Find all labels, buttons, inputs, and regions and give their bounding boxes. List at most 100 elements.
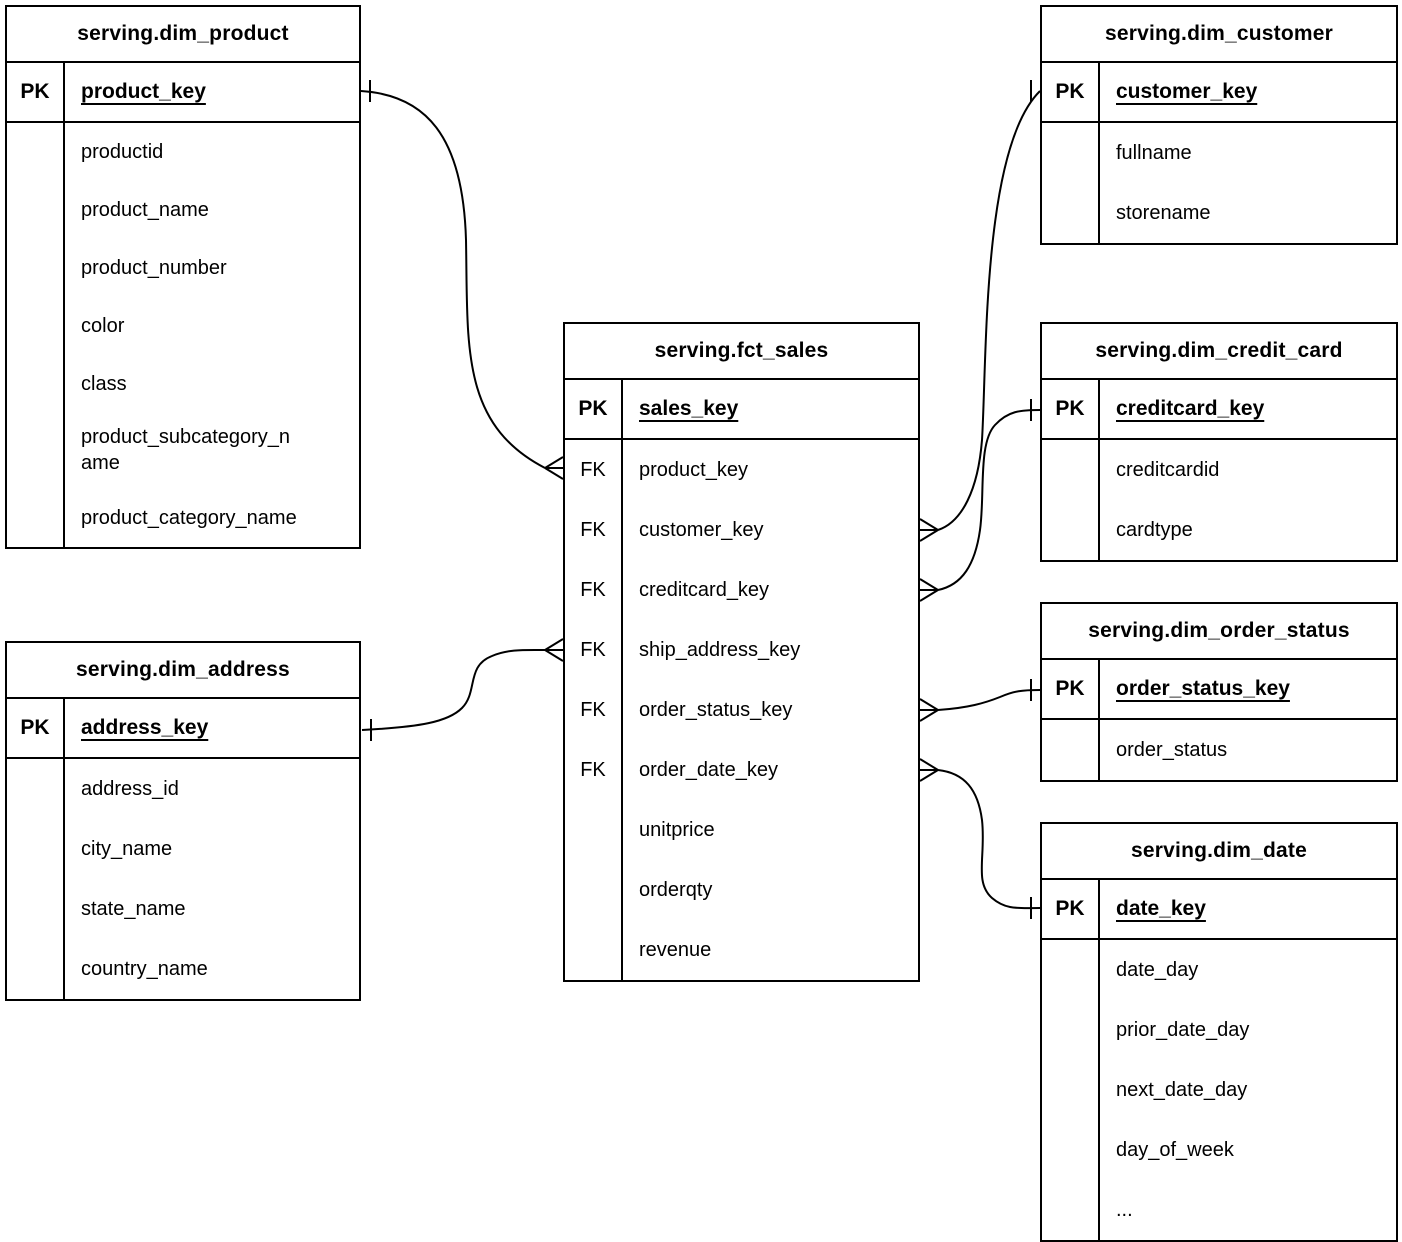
table-title: serving.dim_customer [1042, 7, 1396, 63]
field-row: city_name [7, 819, 359, 879]
pk-field-name: sales_key [639, 397, 739, 420]
table-title: serving.dim_order_status [1042, 604, 1396, 660]
field-name: order_status [1116, 738, 1228, 761]
table-title: serving.dim_address [7, 643, 359, 699]
field-row: product_number [7, 239, 359, 297]
entity-dim-customer: serving.dim_customer PK customer_key ful… [1040, 5, 1398, 245]
field-name: productid [81, 140, 164, 163]
field-name: order_status_key [639, 698, 793, 721]
field-name: class [81, 372, 127, 395]
relationship-line [361, 648, 546, 731]
field-name: orderqty [639, 878, 713, 901]
table-title: serving.dim_credit_card [1042, 324, 1396, 380]
pk-label: PK [7, 63, 65, 121]
field-name: day_of_week [1116, 1138, 1234, 1161]
field-row: storename [1042, 183, 1396, 243]
relationship-line [937, 769, 1041, 910]
field-name: unitprice [639, 818, 715, 841]
field-name: color [81, 314, 125, 337]
field-name: creditcardid [1116, 458, 1220, 481]
fk-label: FK [565, 560, 623, 620]
pk-row: PK address_key [7, 699, 359, 759]
table-title: serving.dim_product [7, 7, 359, 63]
field-row: address_id [7, 759, 359, 819]
pk-row: PK sales_key [565, 380, 918, 440]
field-row: FK product_key [565, 440, 918, 500]
table-title: serving.fct_sales [565, 324, 918, 380]
crows-foot-many-icon [544, 456, 564, 480]
relationship-line [360, 90, 546, 469]
field-row: orderqty [565, 860, 918, 920]
rel-address-sales [361, 638, 564, 741]
field-name: ship_address_key [639, 638, 801, 661]
rel-sales-date [919, 758, 1041, 919]
field-name: prior_date_day [1116, 1018, 1250, 1041]
field-name: ... [1116, 1198, 1133, 1221]
field-row: productid [7, 123, 359, 181]
entity-dim-date: serving.dim_date PK date_key date_day pr… [1040, 822, 1398, 1242]
field-name: revenue [639, 938, 712, 961]
field-name: product_key [639, 458, 748, 481]
pk-row: PK creditcard_key [1042, 380, 1396, 440]
field-row: date_day [1042, 940, 1396, 1000]
pk-row: PK order_status_key [1042, 660, 1396, 720]
rel-product-sales [360, 80, 564, 480]
relationship-line [937, 90, 1041, 531]
field-name: date_day [1116, 958, 1199, 981]
field-row: next_date_day [1042, 1060, 1396, 1120]
field-row: product_subcategory_name [7, 413, 359, 489]
table-title: serving.dim_date [1042, 824, 1396, 880]
field-row: product_name [7, 181, 359, 239]
pk-label: PK [1042, 63, 1100, 121]
fk-label: FK [565, 680, 623, 740]
field-name: creditcard_key [639, 578, 770, 601]
entity-dim-address: serving.dim_address PK address_key addre… [5, 641, 361, 1001]
pk-row: PK customer_key [1042, 63, 1396, 123]
pk-field-name: creditcard_key [1116, 397, 1265, 420]
field-row: FK ship_address_key [565, 620, 918, 680]
crows-foot-many-icon [919, 518, 939, 542]
pk-label: PK [1042, 660, 1100, 718]
field-row: color [7, 297, 359, 355]
field-name: product_subcategory_name [81, 426, 291, 474]
entity-fct-sales: serving.fct_sales PK sales_key FK product… [563, 322, 920, 982]
field-row: ... [1042, 1180, 1396, 1240]
field-row: product_category_name [7, 489, 359, 547]
pk-row: PK date_key [1042, 880, 1396, 940]
field-row: prior_date_day [1042, 1000, 1396, 1060]
field-row: unitprice [565, 800, 918, 860]
pk-field-name: order_status_key [1116, 677, 1290, 700]
pk-label: PK [565, 380, 623, 438]
rel-sales-orderstatus [919, 679, 1041, 722]
fk-label: FK [565, 440, 623, 500]
field-name: next_date_day [1116, 1078, 1248, 1101]
field-name: product_category_name [81, 506, 297, 529]
field-row: FK creditcard_key [565, 560, 918, 620]
field-row: order_status [1042, 720, 1396, 780]
pk-field-name: product_key [81, 80, 206, 103]
field-name: fullname [1116, 141, 1192, 164]
fk-label: FK [565, 620, 623, 680]
field-row: cardtype [1042, 500, 1396, 560]
field-name: product_number [81, 256, 227, 279]
field-name: order_date_key [639, 758, 778, 781]
relationship-line [937, 689, 1041, 711]
field-name: state_name [81, 897, 186, 920]
fk-label: FK [565, 500, 623, 560]
field-name: city_name [81, 837, 173, 860]
pk-label: PK [7, 699, 65, 757]
field-row: day_of_week [1042, 1120, 1396, 1180]
pk-row: PK product_key [7, 63, 359, 123]
field-name: product_name [81, 198, 209, 221]
field-row: class [7, 355, 359, 413]
pk-field-name: address_key [81, 716, 209, 739]
field-row: fullname [1042, 123, 1396, 183]
field-row: country_name [7, 939, 359, 999]
field-name: address_id [81, 777, 179, 800]
crows-foot-many-icon [919, 758, 939, 782]
rel-sales-creditcard [919, 399, 1041, 602]
crows-foot-many-icon [919, 578, 939, 602]
entity-dim-order-status: serving.dim_order_status PK order_status… [1040, 602, 1398, 782]
pk-label: PK [1042, 380, 1100, 438]
